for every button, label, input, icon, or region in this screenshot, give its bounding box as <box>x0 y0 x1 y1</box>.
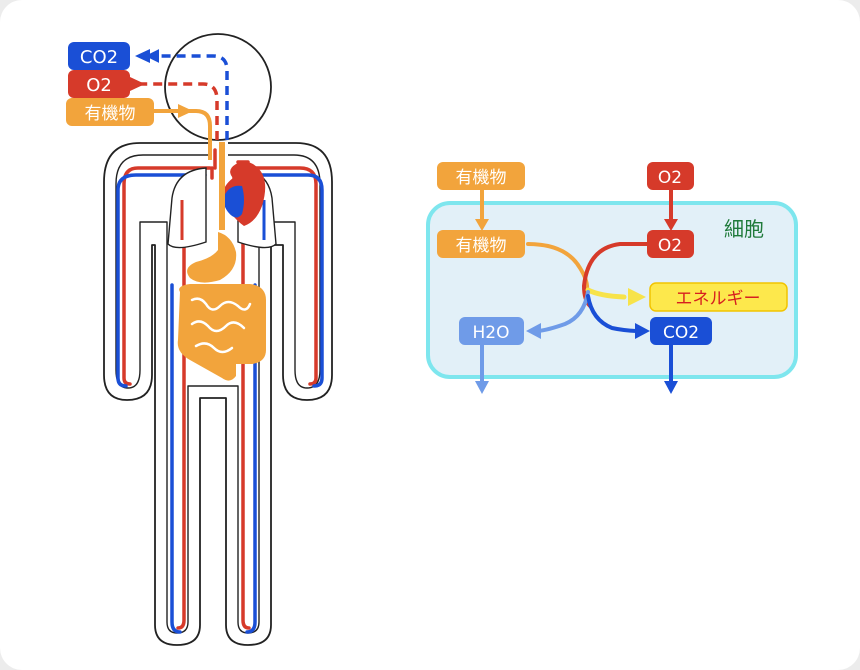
label-cell-co2: CO2 <box>650 317 712 345</box>
label-body-o2: O2 <box>68 70 130 98</box>
breath-flows <box>124 49 229 160</box>
label-cell-h2o-text: H2O <box>473 323 510 343</box>
arteries <box>122 148 318 630</box>
human-body: CO2 O2 有機物 <box>66 33 333 646</box>
label-cell-o2: O2 <box>647 230 694 258</box>
label-cell-o2-text: O2 <box>658 236 682 256</box>
label-body-co2: CO2 <box>68 42 130 70</box>
label-cell-energy: エネルギー <box>649 282 788 312</box>
arrow-energy <box>628 288 646 306</box>
digestive-tract <box>177 142 266 381</box>
label-body-o2-text: O2 <box>86 75 112 96</box>
label-cell-input-o2-text: O2 <box>658 168 682 188</box>
label-cell-input-organic: 有機物 <box>437 162 525 190</box>
arrow-co2 <box>635 323 650 339</box>
label-cell-input-organic-text: 有機物 <box>456 168 507 188</box>
label-body-organic-text: 有機物 <box>85 104 136 124</box>
label-body-co2-text: CO2 <box>80 47 118 68</box>
cell-diagram: 細胞 有機物 O2 有機 <box>426 162 798 394</box>
label-body-organic: 有機物 <box>66 98 154 126</box>
label-cell-energy-text: エネルギー <box>676 289 761 309</box>
cell-title: 細胞 <box>724 217 764 241</box>
arrow-h2o <box>526 323 541 339</box>
reaction-paths <box>526 242 652 333</box>
heart <box>223 161 266 226</box>
label-cell-co2-text: CO2 <box>663 323 699 343</box>
label-cell-h2o: H2O <box>459 317 524 345</box>
label-cell-input-o2: O2 <box>647 162 694 190</box>
body-outline <box>103 142 333 646</box>
label-cell-organic: 有機物 <box>437 230 525 258</box>
label-cell-organic-text: 有機物 <box>456 236 507 256</box>
